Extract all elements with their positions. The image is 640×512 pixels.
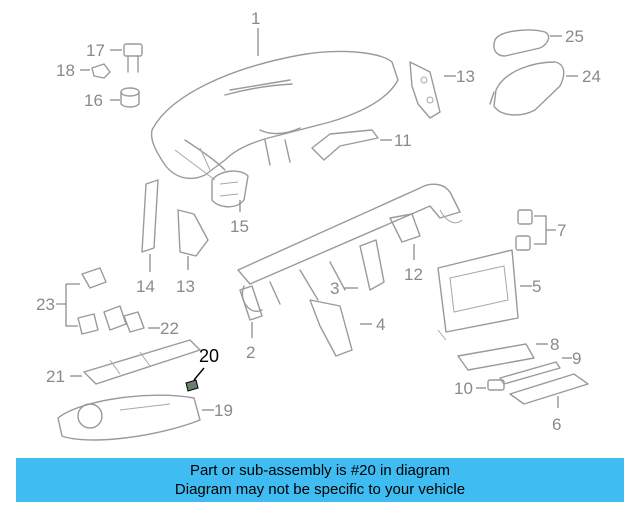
part-9-strip — [499, 361, 561, 385]
part-7-bracket-pair — [515, 209, 533, 251]
part-11-bracket — [311, 129, 379, 161]
part-4-support — [309, 299, 353, 357]
callout-17: 17 — [86, 41, 105, 60]
part-15-duct — [211, 170, 249, 208]
part-6-cover-plate — [509, 373, 589, 405]
callout-23: 23 — [36, 295, 55, 314]
leader-23 — [56, 283, 80, 327]
callout-8: 8 — [550, 335, 559, 354]
banner-line-1: Part or sub-assembly is #20 in diagram — [189, 462, 451, 479]
info-banner: Part or sub-assembly is #20 in diagram D… — [16, 458, 624, 502]
part-20-fastener — [185, 379, 199, 392]
callout-13b: 13 — [176, 277, 195, 296]
callout-10: 10 — [454, 379, 473, 398]
leader-20 — [193, 367, 205, 381]
part-22-clip-set — [103, 305, 145, 333]
part-14-trim-strip — [141, 179, 159, 253]
part-1-dashboard — [150, 50, 399, 181]
callout-14: 14 — [136, 277, 155, 296]
callout-16: 16 — [84, 91, 103, 110]
callout-24: 24 — [582, 67, 601, 86]
leader-7 — [534, 215, 556, 245]
callout-5: 5 — [532, 277, 541, 296]
part-10-clip — [487, 379, 505, 391]
callout-25: 25 — [565, 27, 584, 46]
callout-18: 18 — [56, 61, 75, 80]
callout-6: 6 — [552, 415, 561, 434]
callout-9: 9 — [572, 349, 581, 368]
callout-2: 2 — [246, 343, 255, 362]
callout-4: 4 — [376, 315, 385, 334]
part-18-clip — [91, 63, 111, 79]
part-19-knee-bolster — [57, 394, 201, 441]
part-5-bezel — [437, 249, 519, 341]
part-21-bracket — [83, 339, 201, 385]
part-cross-beam — [237, 183, 463, 312]
part-17-clip — [123, 43, 143, 73]
part-3-bracket — [359, 239, 385, 291]
part-24-glove-box — [489, 61, 565, 116]
banner-line-2: Diagram may not be specific to your vehi… — [174, 481, 466, 498]
part-25-cover — [493, 29, 550, 57]
part-16-socket — [120, 87, 140, 108]
callout-11: 11 — [394, 131, 412, 150]
callout-15: 15 — [230, 217, 249, 236]
part-2-bracket — [239, 285, 263, 321]
part-23-clip-group — [77, 267, 107, 335]
part-12-bracket — [389, 213, 421, 243]
callout-7: 7 — [557, 221, 566, 240]
callout-3: 3 — [330, 279, 339, 298]
part-13-upper-bracket — [409, 61, 441, 119]
callout-12: 12 — [404, 265, 423, 284]
callout-20: 20 — [199, 346, 219, 366]
part-13-lower-panel — [177, 209, 209, 257]
callout-22: 22 — [160, 319, 179, 338]
callout-13a: 13 — [456, 67, 475, 86]
callout-19: 19 — [214, 401, 233, 420]
callout-1: 1 — [251, 9, 260, 28]
exploded-parts-diagram: 1 17 18 16 25 13 — [36, 9, 601, 441]
part-8-tray — [457, 343, 535, 371]
callout-21: 21 — [46, 367, 65, 386]
